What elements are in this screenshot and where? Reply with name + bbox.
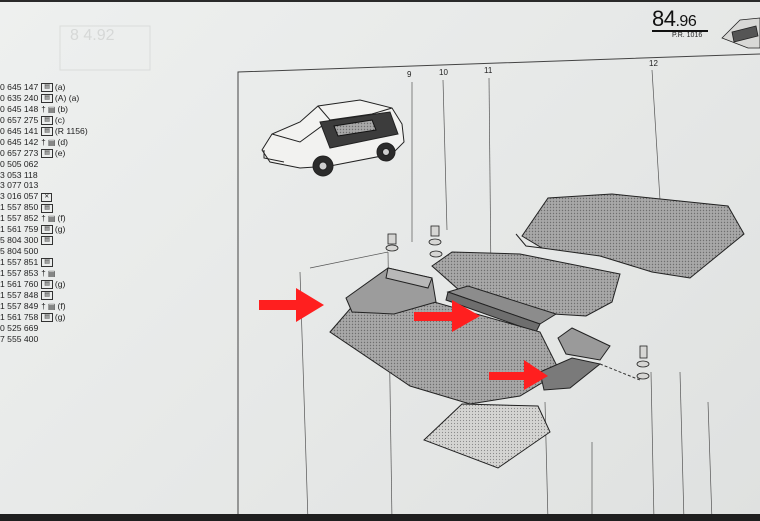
part-note: (d) — [57, 136, 68, 147]
part-symbol-icon: † ▤ — [41, 268, 56, 278]
side-trim-right — [539, 357, 602, 391]
page-number-rule — [652, 30, 708, 32]
part-code: 5 804 500 — [0, 246, 39, 257]
part-row: 7 555 400 — [0, 334, 140, 345]
part-note: (b) — [57, 103, 68, 114]
part-row: 0 657 275▤(c) — [0, 115, 140, 126]
part-symbol-icon: † ▤ — [41, 104, 56, 114]
part-symbol-icon: ▤ — [41, 236, 53, 246]
page-number: 84.96 — [652, 6, 697, 31]
part-note: (g) — [54, 278, 66, 289]
part-code: 0 525 669 — [0, 322, 39, 333]
part-symbol-icon: † ▤ — [41, 214, 56, 224]
part-note: (f) — [57, 213, 66, 224]
small-insert-mat — [423, 403, 551, 469]
part-code: 0 645 147 — [0, 82, 39, 92]
part-row: 0 645 141▤(R 1156) — [0, 126, 140, 137]
part-code: 1 557 850 — [0, 202, 39, 213]
rear-trunk-mat — [521, 193, 745, 279]
inset-thumbnail — [721, 17, 760, 49]
leader-lines — [299, 69, 713, 521]
part-row: 5 804 300▤ — [0, 235, 140, 246]
part-row: 0 505 062 — [0, 159, 140, 170]
part-row: 1 557 852† ▤(f) — [0, 213, 140, 224]
part-row: 1 561 758▤(g) — [0, 312, 140, 323]
part-symbol-icon: ▤ — [41, 116, 53, 126]
part-code: 0 657 273 — [0, 147, 39, 158]
part-row: 1 561 760▤(g) — [0, 279, 140, 290]
part-note: (g) — [54, 224, 66, 235]
part-note: (f) — [57, 300, 66, 311]
part-note: (R 1156) — [54, 125, 88, 136]
part-symbol-icon: ▤ — [41, 83, 53, 93]
part-code: 0 635 240 — [0, 92, 39, 103]
part-symbol-icon: ▤ — [41, 94, 53, 104]
part-code: 1 557 849 — [0, 300, 39, 311]
part-symbol-icon: ✕ — [41, 192, 53, 202]
part-row: 0 635 240▤(A) (a) — [0, 93, 140, 104]
part-code: 1 561 758 — [0, 311, 39, 322]
part-number-list: 0 645 147▤(a)0 635 240▤(A) (a)0 645 148†… — [0, 82, 140, 345]
part-row: 1 557 851▤ — [0, 257, 140, 268]
part-row: 3 077 013 — [0, 180, 140, 191]
part-symbol-icon: ▤ — [41, 312, 53, 322]
part-code: 5 804 300 — [0, 235, 39, 246]
part-symbol-icon: ▤ — [41, 203, 53, 213]
callout-9: 9 — [407, 70, 412, 79]
part-symbol-icon: ▤ — [41, 126, 53, 136]
part-code: 3 077 013 — [0, 180, 39, 191]
part-code: 7 555 400 — [0, 333, 39, 344]
part-code: 1 561 760 — [0, 278, 39, 289]
part-row: 0 525 669 — [0, 323, 140, 334]
car-illustration — [261, 99, 405, 177]
part-row: 0 645 147▤(a) — [0, 82, 140, 93]
part-code: 1 557 853 — [0, 267, 39, 278]
part-code: 1 557 852 — [0, 213, 39, 224]
part-row: 1 561 759▤(g) — [0, 224, 140, 235]
part-symbol-icon: ▤ — [41, 291, 53, 301]
part-note: (g) — [54, 311, 66, 322]
frame-border — [237, 53, 760, 521]
page-reference: P.R. 1016 — [672, 32, 703, 39]
part-note: (e) — [54, 147, 66, 158]
part-row: 0 645 148† ▤(b) — [0, 104, 140, 115]
part-row: 1 557 853† ▤ — [0, 268, 140, 279]
part-code: 0 657 275 — [0, 114, 39, 125]
part-code: 0 505 062 — [0, 158, 39, 169]
ghost-print-text: 8 4.92 — [70, 27, 115, 44]
part-code: 3 016 057 — [0, 191, 39, 202]
callout-11: 11 — [484, 66, 493, 75]
part-row: 1 557 850▤ — [0, 202, 140, 213]
part-row: 3 016 057✕ — [0, 191, 140, 202]
part-code: 3 053 118 — [0, 169, 38, 180]
red-arrow-icon — [259, 288, 548, 390]
part-note: (a) — [54, 82, 66, 92]
part-code: 0 645 148 — [0, 103, 39, 114]
part-code: 0 645 141 — [0, 125, 39, 136]
part-code: 1 561 759 — [0, 224, 39, 235]
part-code: 0 645 142 — [0, 136, 39, 147]
part-symbol-icon: ▤ — [41, 280, 53, 290]
fasteners — [385, 225, 650, 380]
part-row: 3 053 118 — [0, 170, 140, 181]
part-symbol-icon: † ▤ — [41, 137, 56, 147]
callout-12: 12 — [649, 59, 658, 68]
part-row: 1 557 848▤ — [0, 290, 140, 301]
part-code: 1 557 851 — [0, 257, 39, 267]
part-note: (c) — [54, 114, 65, 125]
heel-pad-right — [557, 327, 611, 361]
part-code: 1 557 848 — [0, 289, 39, 300]
part-symbol-icon: ▤ — [41, 148, 53, 158]
part-symbol-icon: † ▤ — [41, 301, 56, 311]
part-row: 0 645 142† ▤(d) — [0, 137, 140, 148]
part-note: (A) (a) — [54, 92, 80, 103]
part-row: 5 804 500 — [0, 246, 140, 257]
part-row: 0 657 273▤(e) — [0, 148, 140, 159]
part-symbol-icon: ▤ — [41, 225, 53, 235]
part-symbol-icon: ▤ — [41, 258, 53, 268]
part-row: 1 557 849† ▤(f) — [0, 301, 140, 312]
callout-10: 10 — [439, 68, 448, 77]
